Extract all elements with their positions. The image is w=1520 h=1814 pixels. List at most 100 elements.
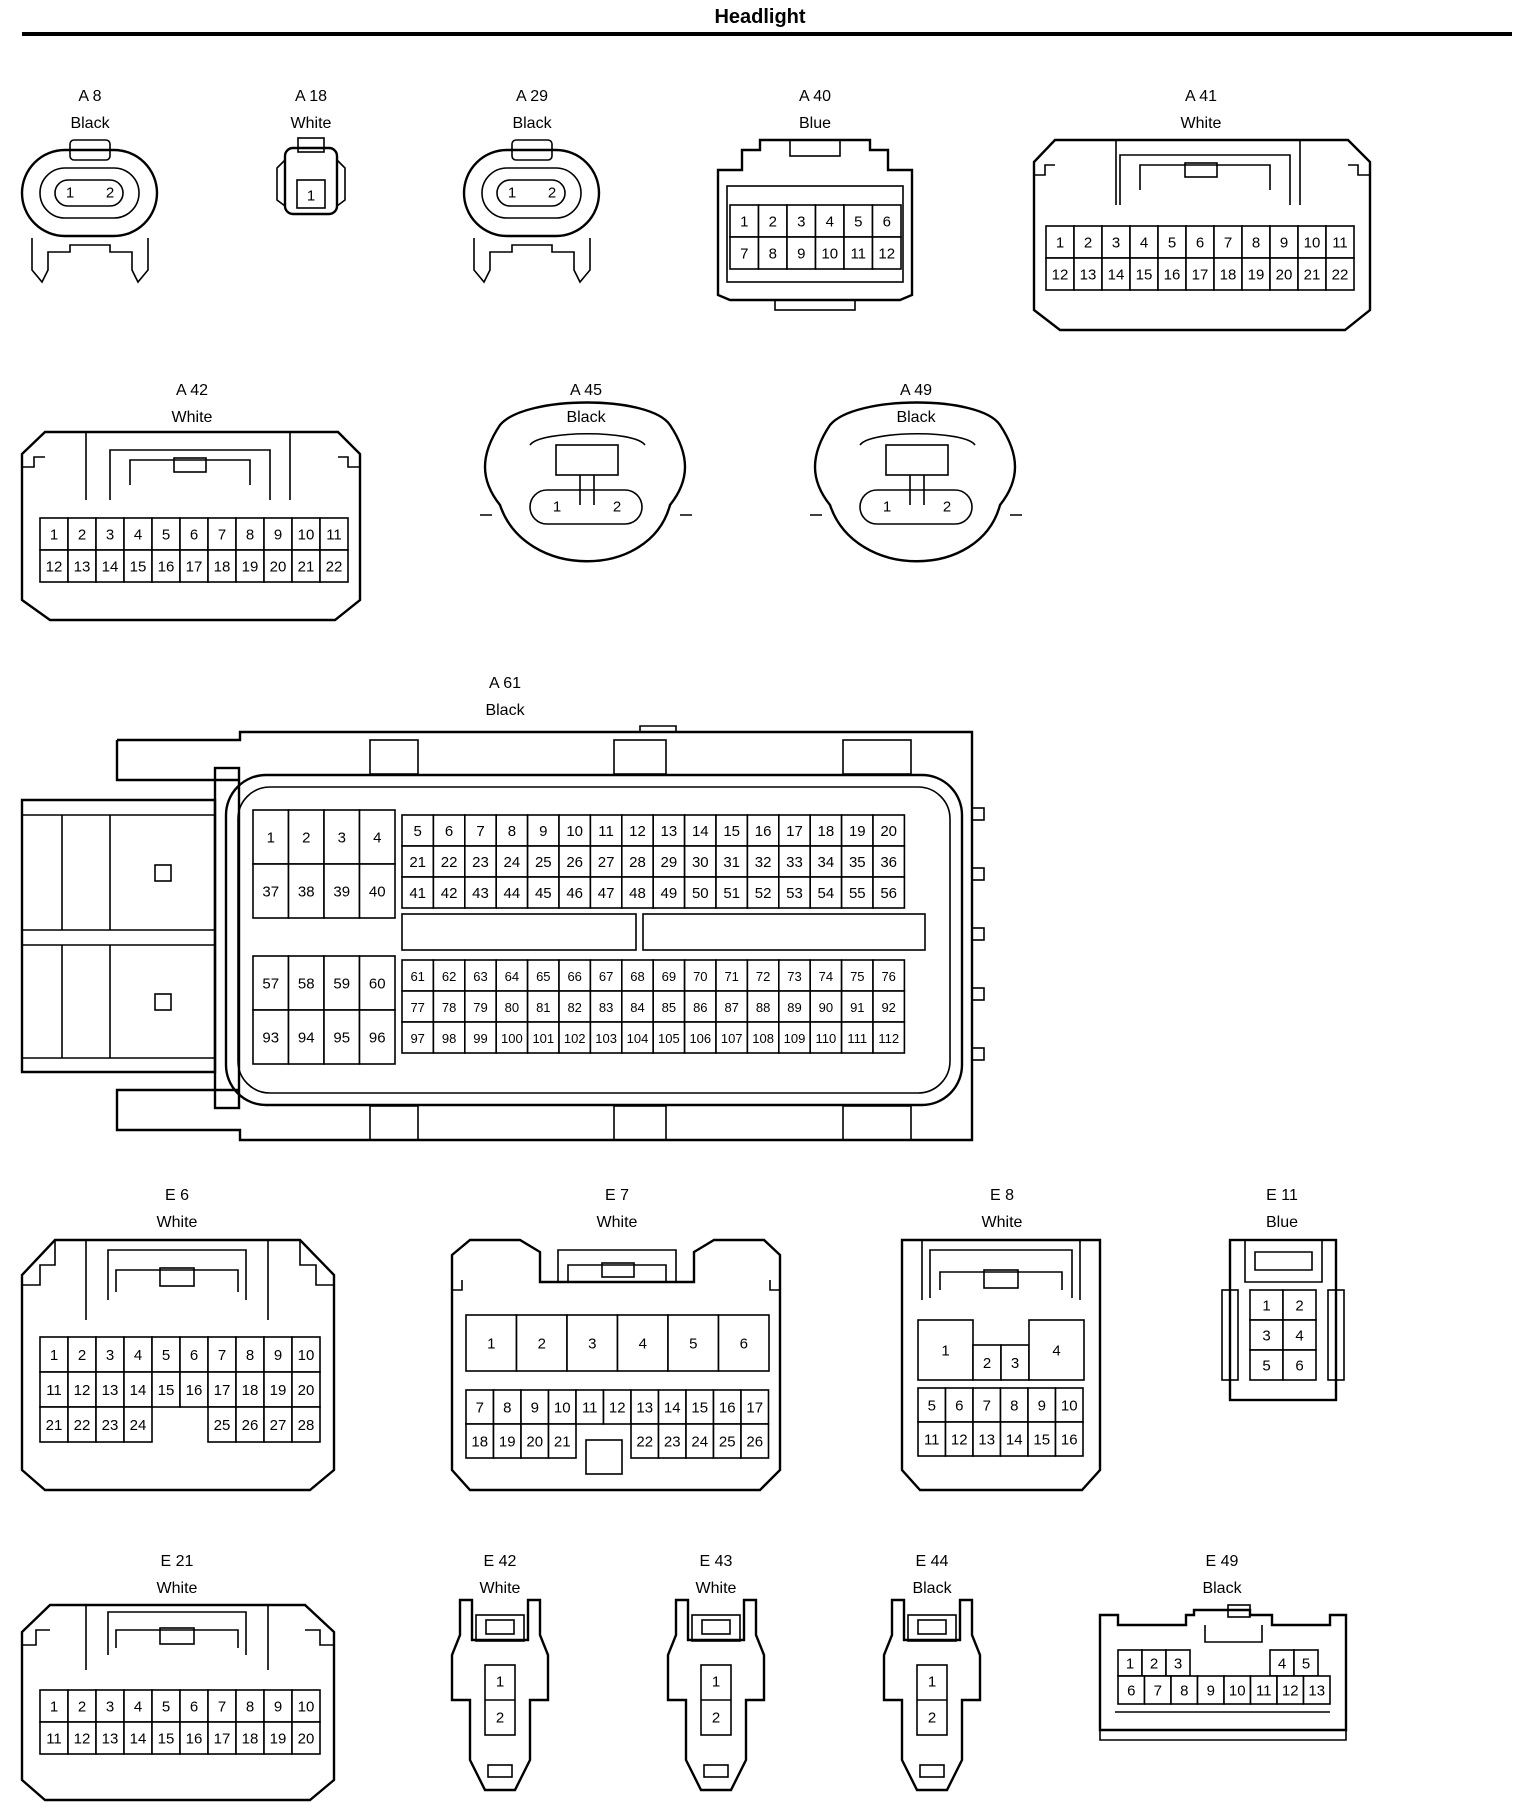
pin-number: 102 [564,1031,586,1046]
pin-number: 3 [106,527,114,544]
pin-number: 8 [1252,235,1260,252]
pin-number: 2 [78,527,86,544]
pin-number: 61 [410,969,424,984]
connector-e21-color: White [157,1580,198,1597]
pin-number: 5 [928,1398,936,1415]
pin-number: 79 [473,1000,487,1015]
pin-number: 17 [186,559,203,576]
connector-e6-color: White [157,1214,198,1231]
pin-cell [1028,1319,1085,1381]
pin-number: 3 [1011,1355,1019,1372]
pin-cell [95,549,125,583]
pin-cell [323,809,361,865]
connector-e44-id: E 44 [916,1553,949,1570]
pin-cell [526,876,560,909]
pin-cell [67,1689,97,1723]
pin-number: 90 [819,1000,833,1015]
pin-number: 14 [1006,1432,1023,1449]
pin-cell [999,1387,1029,1423]
pin-number: 72 [756,969,770,984]
pin-cell [151,1336,181,1373]
pin-number: 8 [1010,1398,1018,1415]
pin-number: 10 [1229,1683,1246,1700]
pin-cell [323,863,361,919]
pin-cell [235,1336,265,1373]
pin-cell [252,1009,290,1065]
pin-number: 15 [1136,267,1153,284]
pin-cell [1165,1649,1191,1677]
connector-a49: A 49 Black 1 2 [810,382,1022,563]
pin-number: 86 [693,1000,707,1015]
pin-number: 27 [270,1417,287,1434]
pin-cell [840,959,874,992]
pin-number: 8 [1180,1683,1188,1700]
pin-number: 64 [505,969,519,984]
pin-number: 80 [505,1000,519,1015]
pin-cell [558,814,592,847]
pin-cell [944,1421,974,1457]
connector-a8-id: A 8 [78,88,101,105]
connector-e44-pin: 2 [928,1710,936,1727]
pin-cell [589,814,623,847]
pin-number: 110 [816,1031,837,1046]
pin-cell [123,517,153,551]
pin-number: 19 [270,1731,287,1748]
pin-number: 101 [532,1031,554,1046]
pin-number: 88 [756,1000,770,1015]
pin-cell [1276,1675,1305,1705]
pin-cell [432,990,466,1023]
pin-number: 12 [951,1432,968,1449]
connector-e42-pin: 2 [496,1710,504,1727]
pin-cell [123,1689,153,1723]
pin-number: 75 [850,969,864,984]
pin-number: 98 [442,1031,456,1046]
pin-cell [616,1314,669,1372]
pin-cell [809,990,843,1023]
connector-e42-id: E 42 [484,1553,517,1570]
pin-number: 5 [414,823,422,840]
pin-number: 18 [1220,267,1237,284]
pin-number: 26 [242,1417,259,1434]
pin-number: 11 [46,1382,62,1399]
pin-number: 13 [74,559,91,576]
connector-a61-id: A 61 [489,675,521,692]
pin-number: 13 [978,1432,995,1449]
pin-number: 3 [1262,1328,1270,1345]
pin-cell [401,876,435,909]
pin-number: 27 [598,854,615,871]
pin-number: 10 [298,527,315,544]
pin-number: 108 [752,1031,774,1046]
pin-cell [291,517,321,551]
connector-a45-id: A 45 [570,382,602,399]
pin-number: 105 [658,1031,680,1046]
pin-number: 6 [1127,1683,1135,1700]
pin-number: 20 [880,823,897,840]
connector-a8-pin: 1 [66,185,74,202]
pin-number: 9 [1207,1683,1215,1700]
pin-number: 60 [369,976,386,993]
pin-number: 47 [598,885,615,902]
pin-number: 26 [566,854,583,871]
connector-e11-id: E 11 [1266,1187,1298,1204]
pin-number: 9 [539,823,547,840]
pin-number: 9 [1280,235,1288,252]
pin-number: 11 [598,823,614,840]
pin-number: 1 [1262,1298,1270,1315]
pin-number: 16 [1061,1432,1078,1449]
pin-cell [95,1721,125,1755]
pin-cell [235,1371,265,1408]
pin-cell [1325,257,1355,291]
pin-cell [526,845,560,878]
pin-number: 40 [369,884,386,901]
pin-number: 23 [102,1417,119,1434]
pin-cell [207,1721,237,1755]
pin-cell [558,959,592,992]
connector-a45-pin: 1 [553,499,561,516]
pin-cell [287,1009,325,1065]
pin-number: 16 [1164,267,1181,284]
pin-cell [944,1387,974,1423]
pin-cell [463,1021,497,1054]
pin-number: 73 [787,969,801,984]
